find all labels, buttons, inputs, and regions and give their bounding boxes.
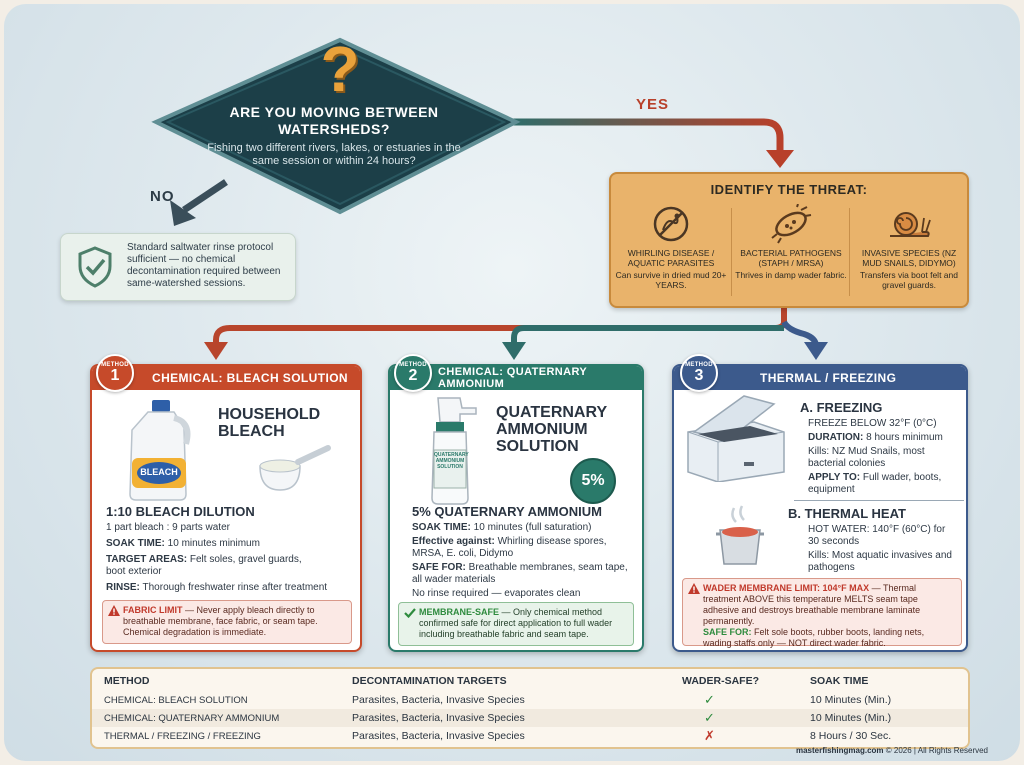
fabric-limit-warning: FABRIC LIMIT — Never apply bleach direct… [102,600,352,644]
threat-item-invasive: INVASIVE SPECIES (NZ MUD SNAILS, DIDYMO)… [853,202,965,302]
snail-icon [890,212,931,237]
no-result-box: Standard saltwater rinse protocol suffic… [60,233,296,301]
bacteria-icon [771,204,812,244]
yes-arrowhead [766,150,794,168]
footer-credit: masterfishingmag.com © 2026 | All Rights… [795,746,988,755]
method-card-quat: CHEMICAL: QUATERNARY AMMONIUM QUATERNARY… [388,364,644,652]
branch-line-3 [781,320,819,347]
wader-safe-mark: ✓ [704,692,715,707]
method-1-header: CHEMICAL: BLEACH SOLUTION [92,366,360,390]
method-3-header: THERMAL / FREEZING [674,366,966,390]
bottle-label: QUATERNARY AMMONIUM SOLUTION [434,452,469,470]
thermal-kills: Kills: Most aquatic invasives and pathog… [808,550,952,573]
table-row: THERMAL / FREEZING / FREEZING Parasites,… [92,727,968,745]
no-label: NO [150,188,175,205]
branch-arrowhead-1 [204,342,228,360]
wader-safe-mark: ✓ [704,710,715,725]
apply-line: APPLY TO: Full wader, boots, equipment [808,472,942,495]
freezing-title: A. FREEZING [800,400,883,415]
table-header-row: METHOD DECONTAMINATION TARGETS WADER-SAF… [104,675,869,687]
rinse-line: RINSE: Thorough freshwater rinse after t… [106,582,328,593]
decision-subtitle: Fishing two different rivers, lakes, or … [207,142,461,167]
warning-icon [108,605,120,616]
wader-membrane-warning: WADER MEMBRANE LIMIT: 104°F MAX — Therma… [682,578,962,648]
branch-line-2 [511,325,784,346]
shield-check-icon [78,246,112,288]
infographic: ? ARE YOU MOVING BETWEEN WATERSHEDS? Fis… [4,4,1020,761]
yes-arrow [512,118,784,154]
effective-line: Effective against: Whirling disease spor… [412,536,607,559]
freezer-icon [687,395,785,482]
threat-title: IDENTIFY THE THREAT: [710,182,868,197]
no-arrowhead [170,200,196,226]
spray-bottle-icon [431,397,477,505]
ratio-text: 1 part bleach : 9 parts water [106,522,230,533]
no-rinse-line: No rinse required — evaporates clean [412,588,581,599]
warning-icon [688,583,700,594]
membrane-safe-note: MEMBRANE-SAFE — Only chemical method con… [398,602,634,646]
thermal-title: B. THERMAL HEAT [788,506,906,521]
yes-label: YES [636,96,670,113]
question-mark-icon: ? [320,33,360,105]
measuring-cup-icon [259,445,331,491]
decision-diamond [151,37,521,215]
decision-title: ARE YOU MOVING BETWEEN WATERSHEDS? [229,104,439,137]
freeze-kills: Kills: NZ Mud Snails, most bacterial col… [808,446,925,469]
section-divider [794,500,964,501]
method-card-bleach: CHEMICAL: BLEACH SOLUTION BLEACH HOUSEHO… [90,364,362,652]
method-card-thermal: THERMAL / FREEZING A. FREEZING FREEZE BE… [672,364,968,652]
soak-line: SOAK TIME: 10 minutes minimum [106,538,260,549]
dilution-title: 1:10 BLEACH DILUTION [106,504,255,519]
threat-item-bacteria: BACTERIAL PATHOGENS (STAPH / MRSA) Thriv… [735,202,847,302]
safe-for-line: SAFE FOR: Breathable membranes, seam tap… [412,562,628,585]
hot-water-pot-icon [716,505,764,565]
flow-arrows [151,37,828,360]
dilution-title: 5% QUATERNARY AMMONIUM [412,504,602,519]
duration-line: DURATION: 8 hours minimum [808,432,943,443]
table-row: CHEMICAL: QUATERNARY AMMONIUM Parasites,… [92,709,968,727]
no-arrow [182,179,228,213]
decision-text: ARE YOU MOVING BETWEEN WATERSHEDS? Fishi… [204,104,464,168]
threat-item-parasites: WHIRLING DISEASE / AQUATIC PARASITES Can… [615,202,727,302]
method-2-header: CHEMICAL: QUATERNARY AMMONIUM [390,366,642,390]
threat-box: IDENTIFY THE THREAT: WHIRLING DISEASE / … [609,172,969,308]
bottle-label: BLEACH [140,467,178,477]
wader-safe-mark: ✗ [704,728,715,743]
branch-arrowhead-3 [804,342,828,360]
freeze-temp: FREEZE BELOW 32°F (0°C) [808,418,937,429]
no-result-text: Standard saltwater rinse protocol suffic… [127,242,281,289]
no-parasite-icon [653,206,689,242]
table-row: CHEMICAL: BLEACH SOLUTION Parasites, Bac… [92,691,968,709]
percent-badge: 5% [570,458,616,504]
hot-water-line: HOT WATER: 140°F (60°C) for 30 seconds [808,524,946,547]
check-icon [404,608,416,618]
product-title: HOUSEHOLD BLEACH [218,406,321,440]
target-line: TARGET AREAS: Felt soles, gravel guards,… [106,554,302,577]
soak-line: SOAK TIME: 10 minutes (full saturation) [412,522,592,533]
branch-arrowhead-2 [502,342,526,360]
bleach-bottle-icon [129,400,191,501]
product-title: QUATERNARY AMMONIUM SOLUTION [496,404,607,455]
summary-table: METHOD DECONTAMINATION TARGETS WADER-SAF… [90,667,970,749]
